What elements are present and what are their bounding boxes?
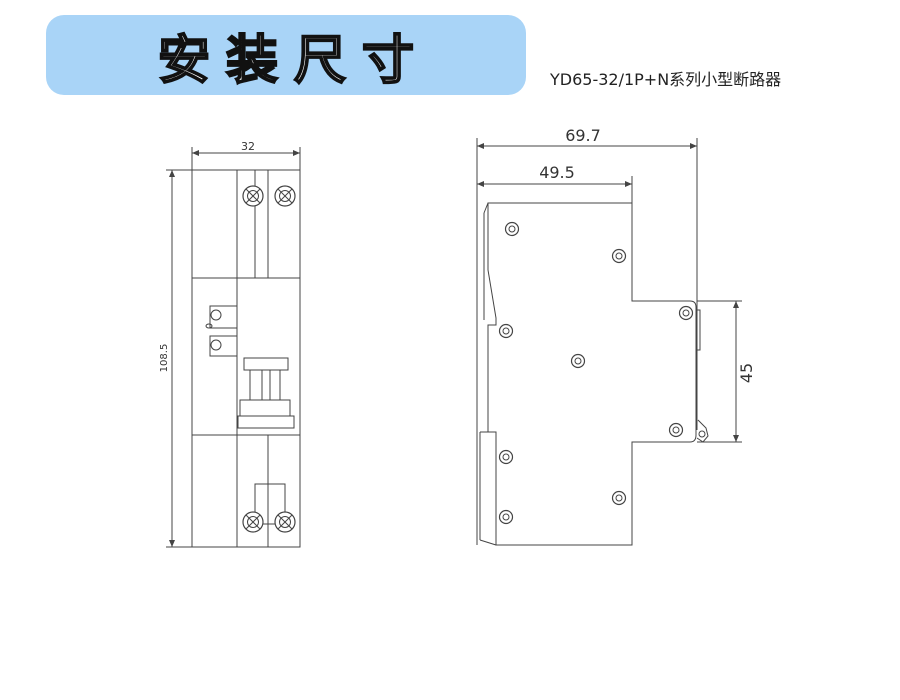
screw-bottom-left-icon bbox=[242, 511, 264, 533]
side-rail-height-dimension: 45 bbox=[697, 300, 756, 443]
side-hole-8-icon bbox=[611, 490, 627, 506]
side-depth-total-label: 69.7 bbox=[565, 126, 601, 145]
side-depth-total-dimension: 69.7 bbox=[476, 126, 698, 545]
side-body-outline bbox=[487, 202, 697, 546]
screw-top-left-icon bbox=[242, 185, 264, 207]
model-label: YD65-32/1P+N系列小型断路器 bbox=[550, 70, 782, 89]
side-hole-5-icon bbox=[570, 353, 586, 369]
side-rail-height-label: 45 bbox=[737, 363, 756, 383]
side-hole-7-icon bbox=[498, 449, 514, 465]
side-hole-2-icon bbox=[611, 248, 627, 264]
side-depth-body-label: 49.5 bbox=[539, 163, 575, 182]
side-depth-body-dimension: 49.5 bbox=[477, 163, 633, 205]
side-hole-1-icon bbox=[504, 221, 520, 237]
side-hole-6-icon bbox=[668, 422, 684, 438]
front-width-dimension: 32 bbox=[191, 140, 301, 170]
side-hole-3-icon bbox=[678, 305, 694, 321]
front-view: 32 108.5 bbox=[159, 140, 301, 548]
side-view: 69.7 49.5 45 bbox=[476, 126, 756, 546]
title-banner: 安装尺寸 bbox=[46, 15, 526, 95]
front-height-label: 108.5 bbox=[159, 344, 170, 373]
side-hole-9-icon bbox=[498, 509, 514, 525]
side-hole-4-icon bbox=[498, 323, 514, 339]
front-height-dimension: 108.5 bbox=[159, 169, 192, 548]
page-title: 安装尺寸 bbox=[157, 30, 430, 92]
front-width-label: 32 bbox=[241, 140, 255, 153]
screw-top-right-icon bbox=[274, 185, 296, 207]
screw-bottom-right-icon bbox=[274, 511, 296, 533]
